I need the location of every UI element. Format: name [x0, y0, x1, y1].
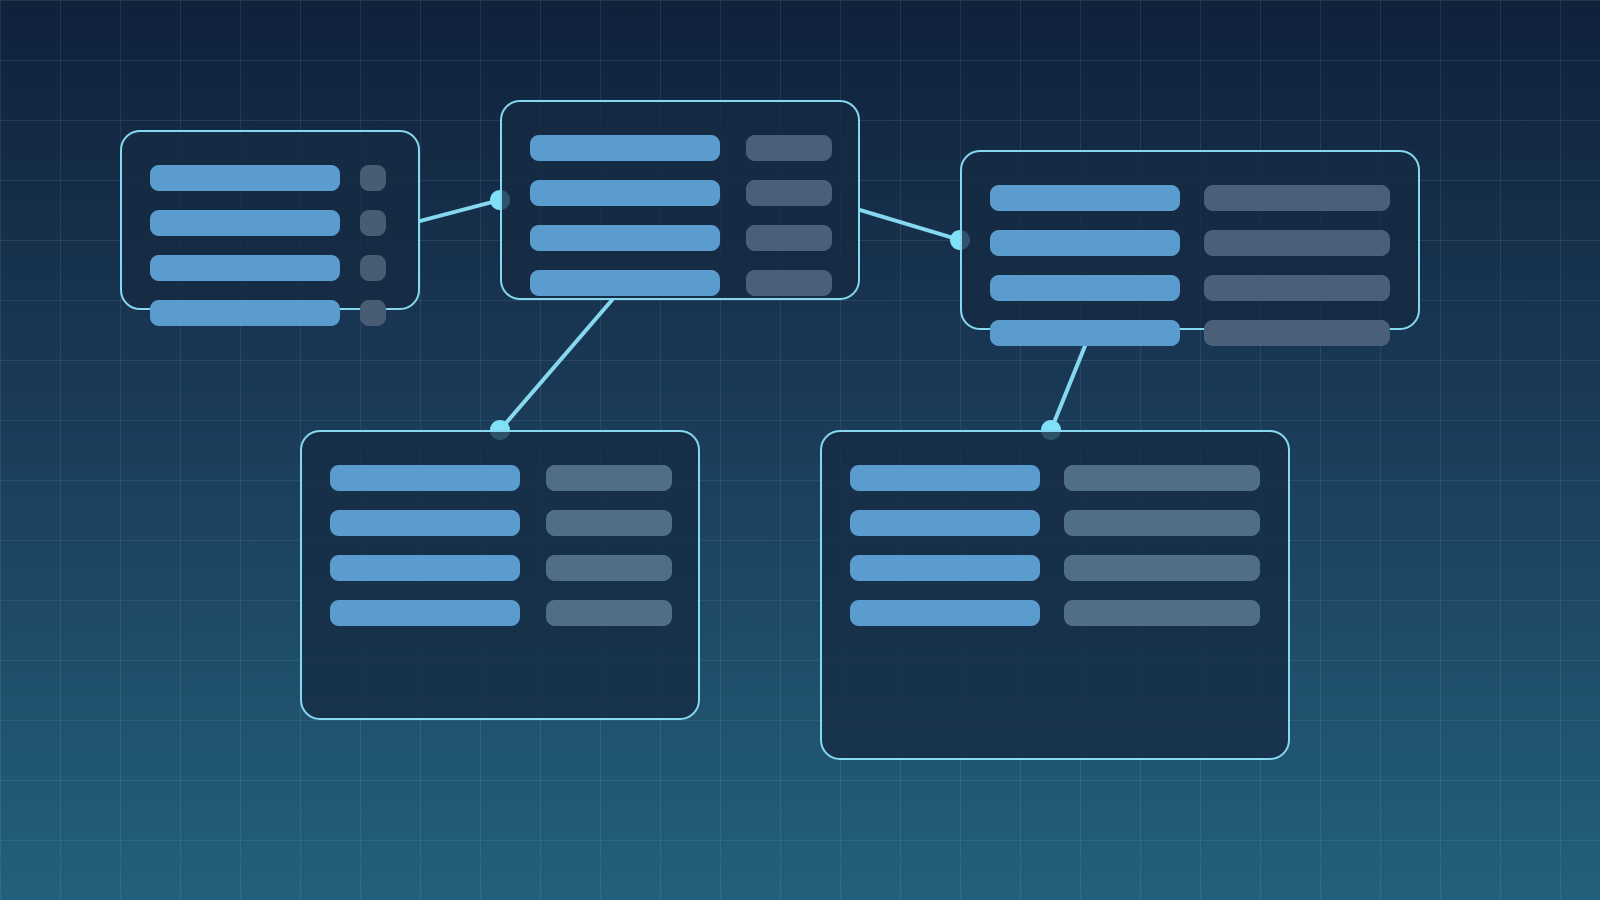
field-name-bar — [330, 465, 520, 491]
field-type-bar — [546, 555, 672, 581]
field-type-bar — [746, 180, 832, 206]
field-type-bar — [1204, 320, 1390, 346]
field-type-bar — [360, 255, 386, 281]
field-type-bar — [1204, 185, 1390, 211]
field-name-bar — [150, 300, 340, 326]
field-type-bar — [546, 510, 672, 536]
field-type-bar — [746, 225, 832, 251]
field-name-bar — [990, 185, 1180, 211]
field-name-bar — [330, 555, 520, 581]
field-type-bar — [546, 465, 672, 491]
field-type-bar — [1204, 275, 1390, 301]
connector-table-c-table-e — [1049, 344, 1087, 432]
field-type-bar — [1064, 510, 1260, 536]
connector-table-a-table-b — [418, 198, 502, 223]
field-type-bar — [360, 165, 386, 191]
table-node-a[interactable] — [120, 130, 420, 326]
table-node-b[interactable] — [500, 100, 860, 300]
field-type-bar — [746, 135, 832, 161]
field-name-bar — [150, 165, 340, 191]
table-node-c[interactable] — [960, 150, 1420, 346]
field-name-bar — [330, 510, 520, 536]
field-name-bar — [850, 465, 1040, 491]
field-name-bar — [850, 510, 1040, 536]
field-type-bar — [1064, 465, 1260, 491]
connector-table-b-table-d — [498, 298, 614, 432]
field-name-bar — [530, 135, 720, 161]
field-name-bar — [330, 600, 520, 626]
field-type-bar — [1064, 600, 1260, 626]
field-name-bar — [530, 225, 720, 251]
field-type-bar — [546, 600, 672, 626]
field-name-bar — [990, 320, 1180, 346]
field-type-bar — [1064, 555, 1260, 581]
field-type-bar — [360, 300, 386, 326]
table-node-d[interactable] — [300, 430, 700, 720]
field-name-bar — [530, 270, 720, 296]
connector-table-b-table-c — [858, 208, 962, 242]
field-name-bar — [850, 555, 1040, 581]
field-name-bar — [530, 180, 720, 206]
field-name-bar — [990, 275, 1180, 301]
field-name-bar — [150, 255, 340, 281]
field-name-bar — [850, 600, 1040, 626]
table-node-e[interactable] — [820, 430, 1290, 760]
field-name-bar — [150, 210, 340, 236]
field-type-bar — [360, 210, 386, 236]
field-name-bar — [990, 230, 1180, 256]
field-type-bar — [746, 270, 832, 296]
field-type-bar — [1204, 230, 1390, 256]
